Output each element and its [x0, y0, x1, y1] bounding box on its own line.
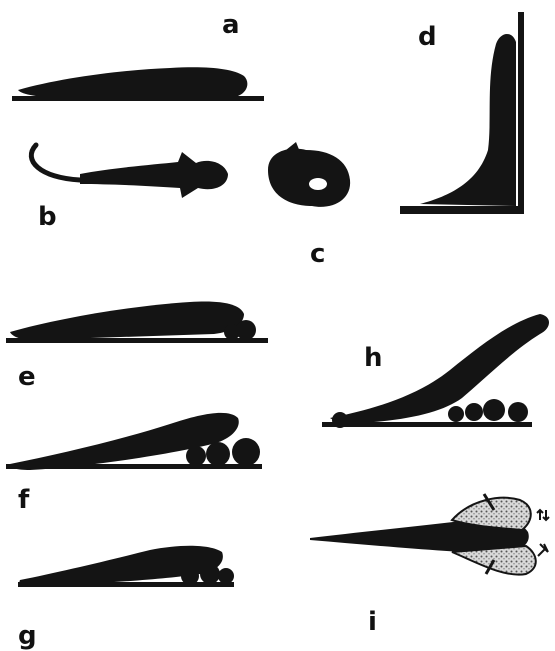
- pebble-h-4: [483, 399, 505, 421]
- pebble-h-3: [465, 403, 483, 421]
- fish-body-b: [80, 152, 228, 198]
- panel-label-a: a: [222, 10, 240, 40]
- panel-f: f: [6, 413, 262, 515]
- substrate-line-a: [12, 96, 264, 101]
- coil-hole-c: [309, 178, 327, 190]
- fish-silhouette-d: [420, 34, 516, 206]
- panel-d: d: [400, 12, 524, 214]
- substrate-line-h: [322, 422, 532, 427]
- panel-label-d: d: [418, 22, 437, 52]
- pebble-g-2: [200, 564, 220, 584]
- pebble-e-2: [236, 320, 256, 340]
- panel-g: g: [18, 546, 234, 651]
- pebble-f-2: [206, 442, 230, 466]
- panel-b: b: [31, 145, 228, 232]
- panel-label-g: g: [18, 621, 37, 651]
- panel-label-e: e: [18, 362, 36, 392]
- panel-a: a: [12, 10, 264, 101]
- substrate-line-g: [18, 582, 234, 587]
- pebble-h-2: [448, 406, 464, 422]
- panel-label-f: f: [18, 485, 30, 515]
- substrate-line-f: [6, 464, 262, 469]
- panel-label-i: i: [368, 607, 377, 637]
- substrate-line-e: [6, 338, 268, 343]
- pebble-h-5: [508, 402, 528, 422]
- fish-silhouette-a: [18, 67, 247, 98]
- fish-silhouette-e: [10, 302, 244, 341]
- panel-i: i: [310, 494, 549, 637]
- fish-silhouette-f: [10, 413, 239, 470]
- panel-c: c: [268, 142, 350, 269]
- fish-coil-c: [268, 149, 350, 207]
- floor-d: [400, 206, 524, 214]
- wall-d: [518, 12, 524, 214]
- panel-label-b: b: [38, 202, 57, 232]
- pebble-f-1: [186, 446, 206, 466]
- panel-label-c: c: [310, 239, 325, 269]
- panel-h: h: [322, 314, 549, 428]
- panel-label-h: h: [364, 343, 383, 373]
- panel-e: e: [6, 302, 268, 393]
- pebble-g-3: [218, 568, 234, 584]
- motion-arrows-i: [537, 510, 549, 556]
- pebble-f-3: [232, 438, 260, 466]
